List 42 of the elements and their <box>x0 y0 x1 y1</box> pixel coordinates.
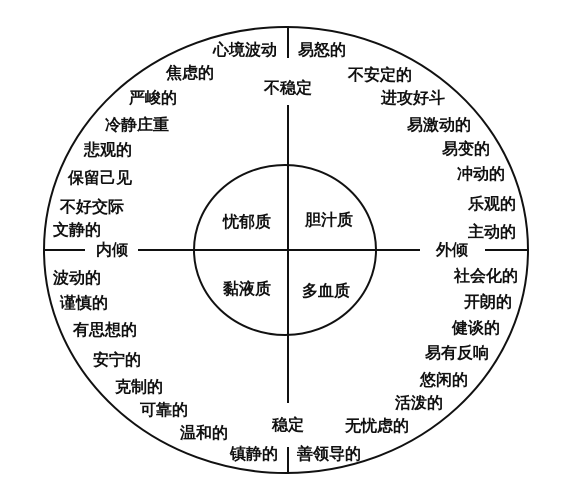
trait-label: 文静的 <box>53 222 101 238</box>
trait-label: 健谈的 <box>452 320 500 336</box>
trait-label: 易变的 <box>442 141 490 157</box>
trait-label: 易怒的 <box>298 42 346 58</box>
trait-label: 焦虑的 <box>166 65 214 81</box>
trait-label: 谨慎的 <box>60 295 108 311</box>
trait-label: 善领导的 <box>297 446 361 462</box>
temperament-label: 胆汁质 <box>305 212 353 228</box>
trait-label: 不好交际 <box>60 199 124 215</box>
axis-label: 稳定 <box>272 417 304 433</box>
outer-circle <box>43 26 529 474</box>
trait-label: 主动的 <box>468 224 516 240</box>
axis-label: 内倾 <box>96 242 128 258</box>
temperament-label: 黏液质 <box>223 281 271 297</box>
axis-label: 外倾 <box>436 242 468 258</box>
trait-label: 镇静的 <box>230 446 278 462</box>
trait-label: 严峻的 <box>129 90 177 106</box>
trait-label: 心境波动 <box>213 42 277 58</box>
trait-label: 开朗的 <box>464 294 512 310</box>
trait-label: 可靠的 <box>140 402 188 418</box>
trait-label: 克制的 <box>115 379 163 395</box>
trait-label: 保留己见 <box>68 170 132 186</box>
temperament-label: 忧郁质 <box>223 214 271 230</box>
trait-label: 社会化的 <box>454 268 518 284</box>
trait-label: 进攻好斗 <box>381 90 445 106</box>
inner-circle <box>193 164 377 336</box>
trait-label: 冲动的 <box>457 166 505 182</box>
trait-label: 易激动的 <box>407 117 471 133</box>
trait-label: 无忧虑的 <box>345 418 409 434</box>
trait-label: 活泼的 <box>395 395 443 411</box>
trait-label: 有思想的 <box>73 322 137 338</box>
trait-label: 易有反响 <box>425 345 489 361</box>
trait-label: 波动的 <box>53 270 101 286</box>
temperament-label: 多血质 <box>302 283 350 299</box>
trait-label: 不安定的 <box>348 67 412 83</box>
trait-label: 悠闲的 <box>420 372 468 388</box>
axis-label: 不稳定 <box>264 80 312 96</box>
trait-label: 冷静庄重 <box>105 117 169 133</box>
trait-label: 安宁的 <box>93 352 141 368</box>
trait-label: 温和的 <box>180 425 228 441</box>
trait-label: 悲观的 <box>84 142 132 158</box>
trait-label: 乐观的 <box>468 196 516 212</box>
